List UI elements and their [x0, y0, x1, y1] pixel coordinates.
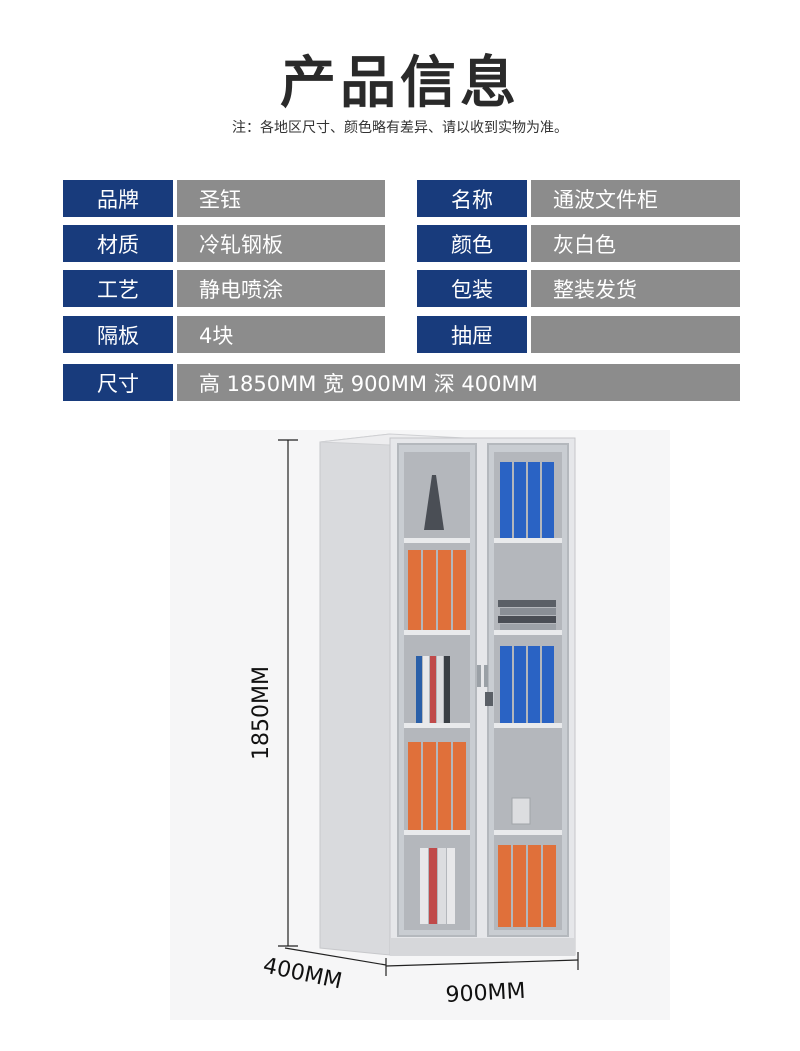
- spec-value: 圣钰: [177, 180, 385, 217]
- spec-label: 抽屉: [417, 316, 527, 353]
- spec-value: 4块: [177, 316, 385, 353]
- spec-row-drawer: 抽屉: [417, 316, 740, 353]
- cabinet-side-panel: [319, 433, 391, 956]
- book-stack: [498, 600, 556, 630]
- spec-label: 隔板: [63, 316, 173, 353]
- shelf: [494, 830, 562, 835]
- books: [416, 656, 450, 723]
- spec-value: 通波文件柜: [531, 180, 740, 217]
- spec-row-brand: 品牌 圣钰: [63, 180, 385, 217]
- pen-cup: [511, 797, 531, 825]
- cabinet-illustration: 1850MM 400MM 900MM: [170, 430, 670, 1020]
- spec-value: 冷轧钢板: [177, 225, 385, 262]
- left-door-handle: [477, 665, 481, 687]
- shelf: [494, 630, 562, 635]
- blue-binders: [500, 462, 554, 538]
- right-door-handle: [484, 665, 488, 687]
- depth-dimension-line: [284, 947, 387, 966]
- orange-binders: [408, 550, 466, 630]
- spec-row-color: 颜色 灰白色: [417, 225, 740, 262]
- spec-row-name: 名称 通波文件柜: [417, 180, 740, 217]
- door-lock: [485, 692, 493, 706]
- shelf: [404, 830, 470, 835]
- disclaimer-note: 注：各地区尺寸、颜色略有差异、请以收到实物为准。: [232, 120, 568, 136]
- spec-row-process: 工艺 静电喷涂: [63, 270, 385, 307]
- spec-row-package: 包装 整装发货: [417, 270, 740, 307]
- spec-label: 尺寸: [63, 364, 173, 401]
- shelf: [494, 723, 562, 728]
- width-dimension-line: [385, 959, 579, 967]
- width-dimension-label: 900MM: [445, 979, 526, 1008]
- spec-value: [531, 316, 740, 353]
- shelf: [404, 538, 470, 543]
- shelf: [404, 723, 470, 728]
- spec-row-size: 尺寸 高 1850MM 宽 900MM 深 400MM: [63, 364, 740, 401]
- spec-label: 颜色: [417, 225, 527, 262]
- books: [420, 848, 455, 924]
- shelf: [404, 630, 470, 635]
- spec-value: 静电喷涂: [177, 270, 385, 307]
- spec-value: 灰白色: [531, 225, 740, 262]
- orange-binders: [498, 845, 556, 927]
- page-title: 产品信息: [280, 51, 520, 116]
- spec-row-material: 材质 冷轧钢板: [63, 225, 385, 262]
- spec-label: 包装: [417, 270, 527, 307]
- cabinet-base: [390, 938, 575, 956]
- spec-label: 材质: [63, 225, 173, 262]
- shelf: [494, 538, 562, 543]
- orange-binders: [408, 742, 466, 830]
- tower-ornament: [424, 475, 444, 530]
- spec-row-shelf: 隔板 4块: [63, 316, 385, 353]
- spec-label: 工艺: [63, 270, 173, 307]
- spec-value: 高 1850MM 宽 900MM 深 400MM: [177, 364, 740, 401]
- spec-label: 品牌: [63, 180, 173, 217]
- spec-label: 名称: [417, 180, 527, 217]
- blue-binders: [500, 646, 554, 723]
- spec-value: 整装发货: [531, 270, 740, 307]
- height-dimension-label: 1850MM: [249, 666, 274, 760]
